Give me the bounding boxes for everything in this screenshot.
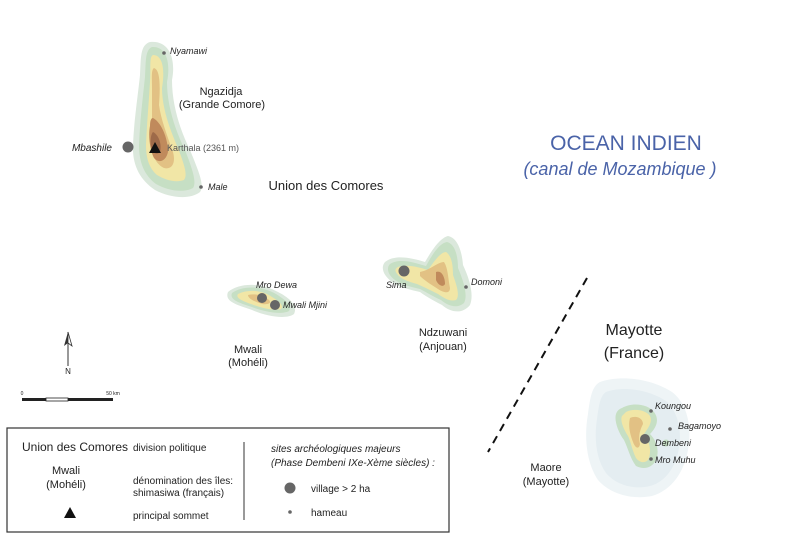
village-dot-icon [257,293,267,303]
ngazidja-french: (Grande Comore) [179,99,265,111]
hamlet-dot-icon [162,51,166,55]
legend-village: village > 2 ha [311,484,371,495]
place-male: Male [208,182,228,192]
maore-name: Maore [530,462,561,474]
hamlet-dot-icon [464,285,468,289]
legend-panel: Union des Comores division politique Mwa… [6,427,450,533]
hamlet-dot-icon [649,409,653,413]
legend-village-dot-icon [284,482,296,494]
mwali-french: (Mohéli) [228,357,268,369]
village-dot-icon [270,300,280,310]
legend-hamlet: hameau [311,508,347,519]
mwali-name: Mwali [234,344,262,356]
place-mro-dewa: Mro Dewa [256,280,297,290]
village-dot-icon [122,141,134,153]
legend-summit-triangle-icon [64,507,76,518]
legend-sites-1: sites archéologiques majeurs [271,444,401,455]
village-dot-icon [640,434,650,444]
legend-denomination-2: shimasiwa (français) [133,488,224,499]
union-label: Union des Comores [269,178,384,193]
summit-label: Karthala (2361 m) [167,143,239,153]
place-mwali-mjini: Mwali Mjini [283,300,328,310]
hamlet-dot-icon [649,457,653,461]
place-nyamawi: Nyamawi [170,46,208,56]
place-sima: Sima [386,280,407,290]
ocean-title: OCEAN INDIEN [550,132,702,155]
legend-denomination-1: dénomination des îles: [133,476,233,487]
place-mbashile: Mbashile [72,143,112,154]
summit-triangle-icon [149,142,161,153]
place-bagamoyo: Bagamoyo [678,421,721,431]
place-domoni: Domoni [471,277,503,287]
north-arrow-icon [64,331,73,366]
mayotte-label: Mayotte [606,322,663,339]
legend-division: division politique [133,443,207,454]
legend-summit: principal sommet [133,511,209,522]
north-label: N [65,367,71,376]
mayotte-france-label: (France) [604,345,664,362]
legend-moheli: (Mohéli) [46,479,86,491]
ndzuwani-name: Ndzuwani [419,327,467,339]
place-koungou: Koungou [655,401,691,411]
ngazidja-name: Ngazidja [200,86,244,98]
village-dot-icon [398,265,410,277]
hamlet-dot-icon [199,185,203,189]
legend-sites-2: (Phase Dembeni IXe-Xème siècles) : [271,458,435,469]
scale-start: 0 [21,391,24,397]
maritime-boundary-line [487,277,588,453]
ndzuwani-island [382,236,472,312]
legend-mwali: Mwali [52,465,80,477]
place-mro-muhu: Mro Muhu [655,455,696,465]
ngazidja-island [132,41,202,198]
maore-island [586,378,690,498]
place-dembeni: Dembeni [655,438,692,448]
hamlet-dot-icon [668,427,672,431]
ndzuwani-french: (Anjouan) [419,341,467,353]
scale-bar [22,397,113,402]
ocean-subtitle: (canal de Mozambique ) [523,159,716,179]
legend-union: Union des Comores [22,440,128,454]
legend-hamlet-dot-icon [288,510,292,514]
scale-end: 50 km [106,391,120,397]
maore-french: (Mayotte) [523,476,569,488]
